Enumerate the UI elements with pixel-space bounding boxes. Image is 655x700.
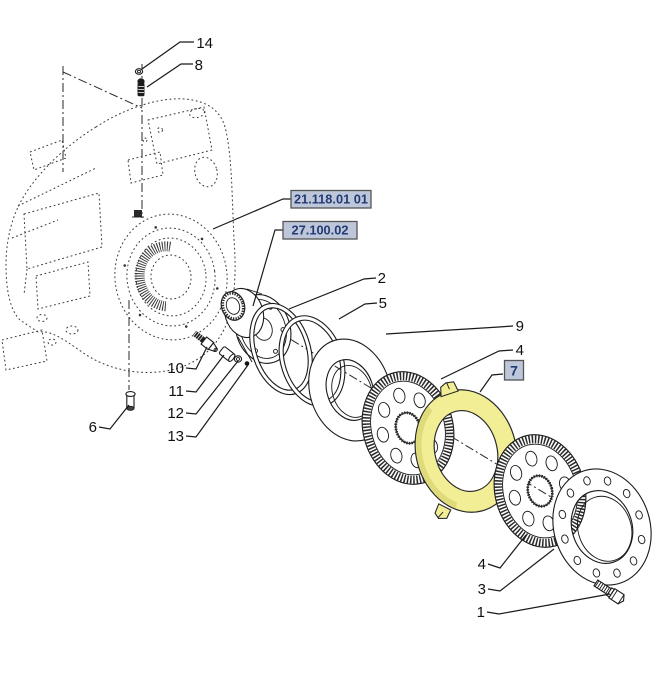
- bolt-part-1: [593, 579, 625, 605]
- callouts: 14 8 2 5 9 4 10 11 12 13 6 4 3 1: [89, 35, 524, 621]
- callout-3: 3: [478, 581, 486, 598]
- callout-14: 14: [196, 35, 213, 52]
- ref-21-118-01-01-label: 21.118.01 01: [294, 192, 368, 207]
- plug-part-8: [137, 78, 145, 97]
- seal-ring-part-2: [249, 302, 313, 396]
- callout-4-upper: 4: [516, 342, 524, 359]
- centerlines: [62, 64, 557, 501]
- leader-lines: [98, 41, 611, 615]
- callout-9: 9: [516, 318, 524, 335]
- callout-10: 10: [167, 360, 184, 377]
- callout-11: 11: [168, 383, 184, 400]
- callout-2: 2: [378, 270, 386, 287]
- ref-link-21-118-01-01[interactable]: 21.118.01 01: [290, 189, 372, 209]
- callout-6: 6: [89, 419, 97, 436]
- washer-part-14: [134, 68, 144, 75]
- callout-1: 1: [477, 604, 485, 621]
- ref-27-100-02-label: 27.100.02: [292, 223, 349, 238]
- ref-link-27-100-02[interactable]: 27.100.02: [282, 220, 358, 240]
- seal-ring-part-12: [233, 355, 243, 363]
- cap-part-11: [218, 346, 236, 362]
- flange-plate-part-3: [552, 468, 652, 586]
- callout-7-highlighted-box[interactable]: 7: [503, 359, 525, 381]
- bleeder-screw-part-10: [192, 330, 218, 353]
- callout-5: 5: [379, 295, 387, 312]
- brake-actuator-disc-part-7-highlighted[interactable]: [399, 368, 535, 524]
- callout-4-lower: 4: [478, 556, 486, 573]
- axle-housing: [1, 98, 236, 373]
- friction-disc-upper-part-4: [361, 371, 455, 485]
- ball-part-13: [244, 361, 250, 366]
- hub-assembly: [220, 287, 292, 364]
- callout-7-label: 7: [510, 363, 518, 379]
- splined-shaft-end: [220, 291, 246, 321]
- callout-12: 12: [167, 405, 184, 422]
- callout-8: 8: [195, 57, 203, 74]
- plug-boss: [132, 210, 144, 218]
- callout-13: 13: [167, 428, 184, 445]
